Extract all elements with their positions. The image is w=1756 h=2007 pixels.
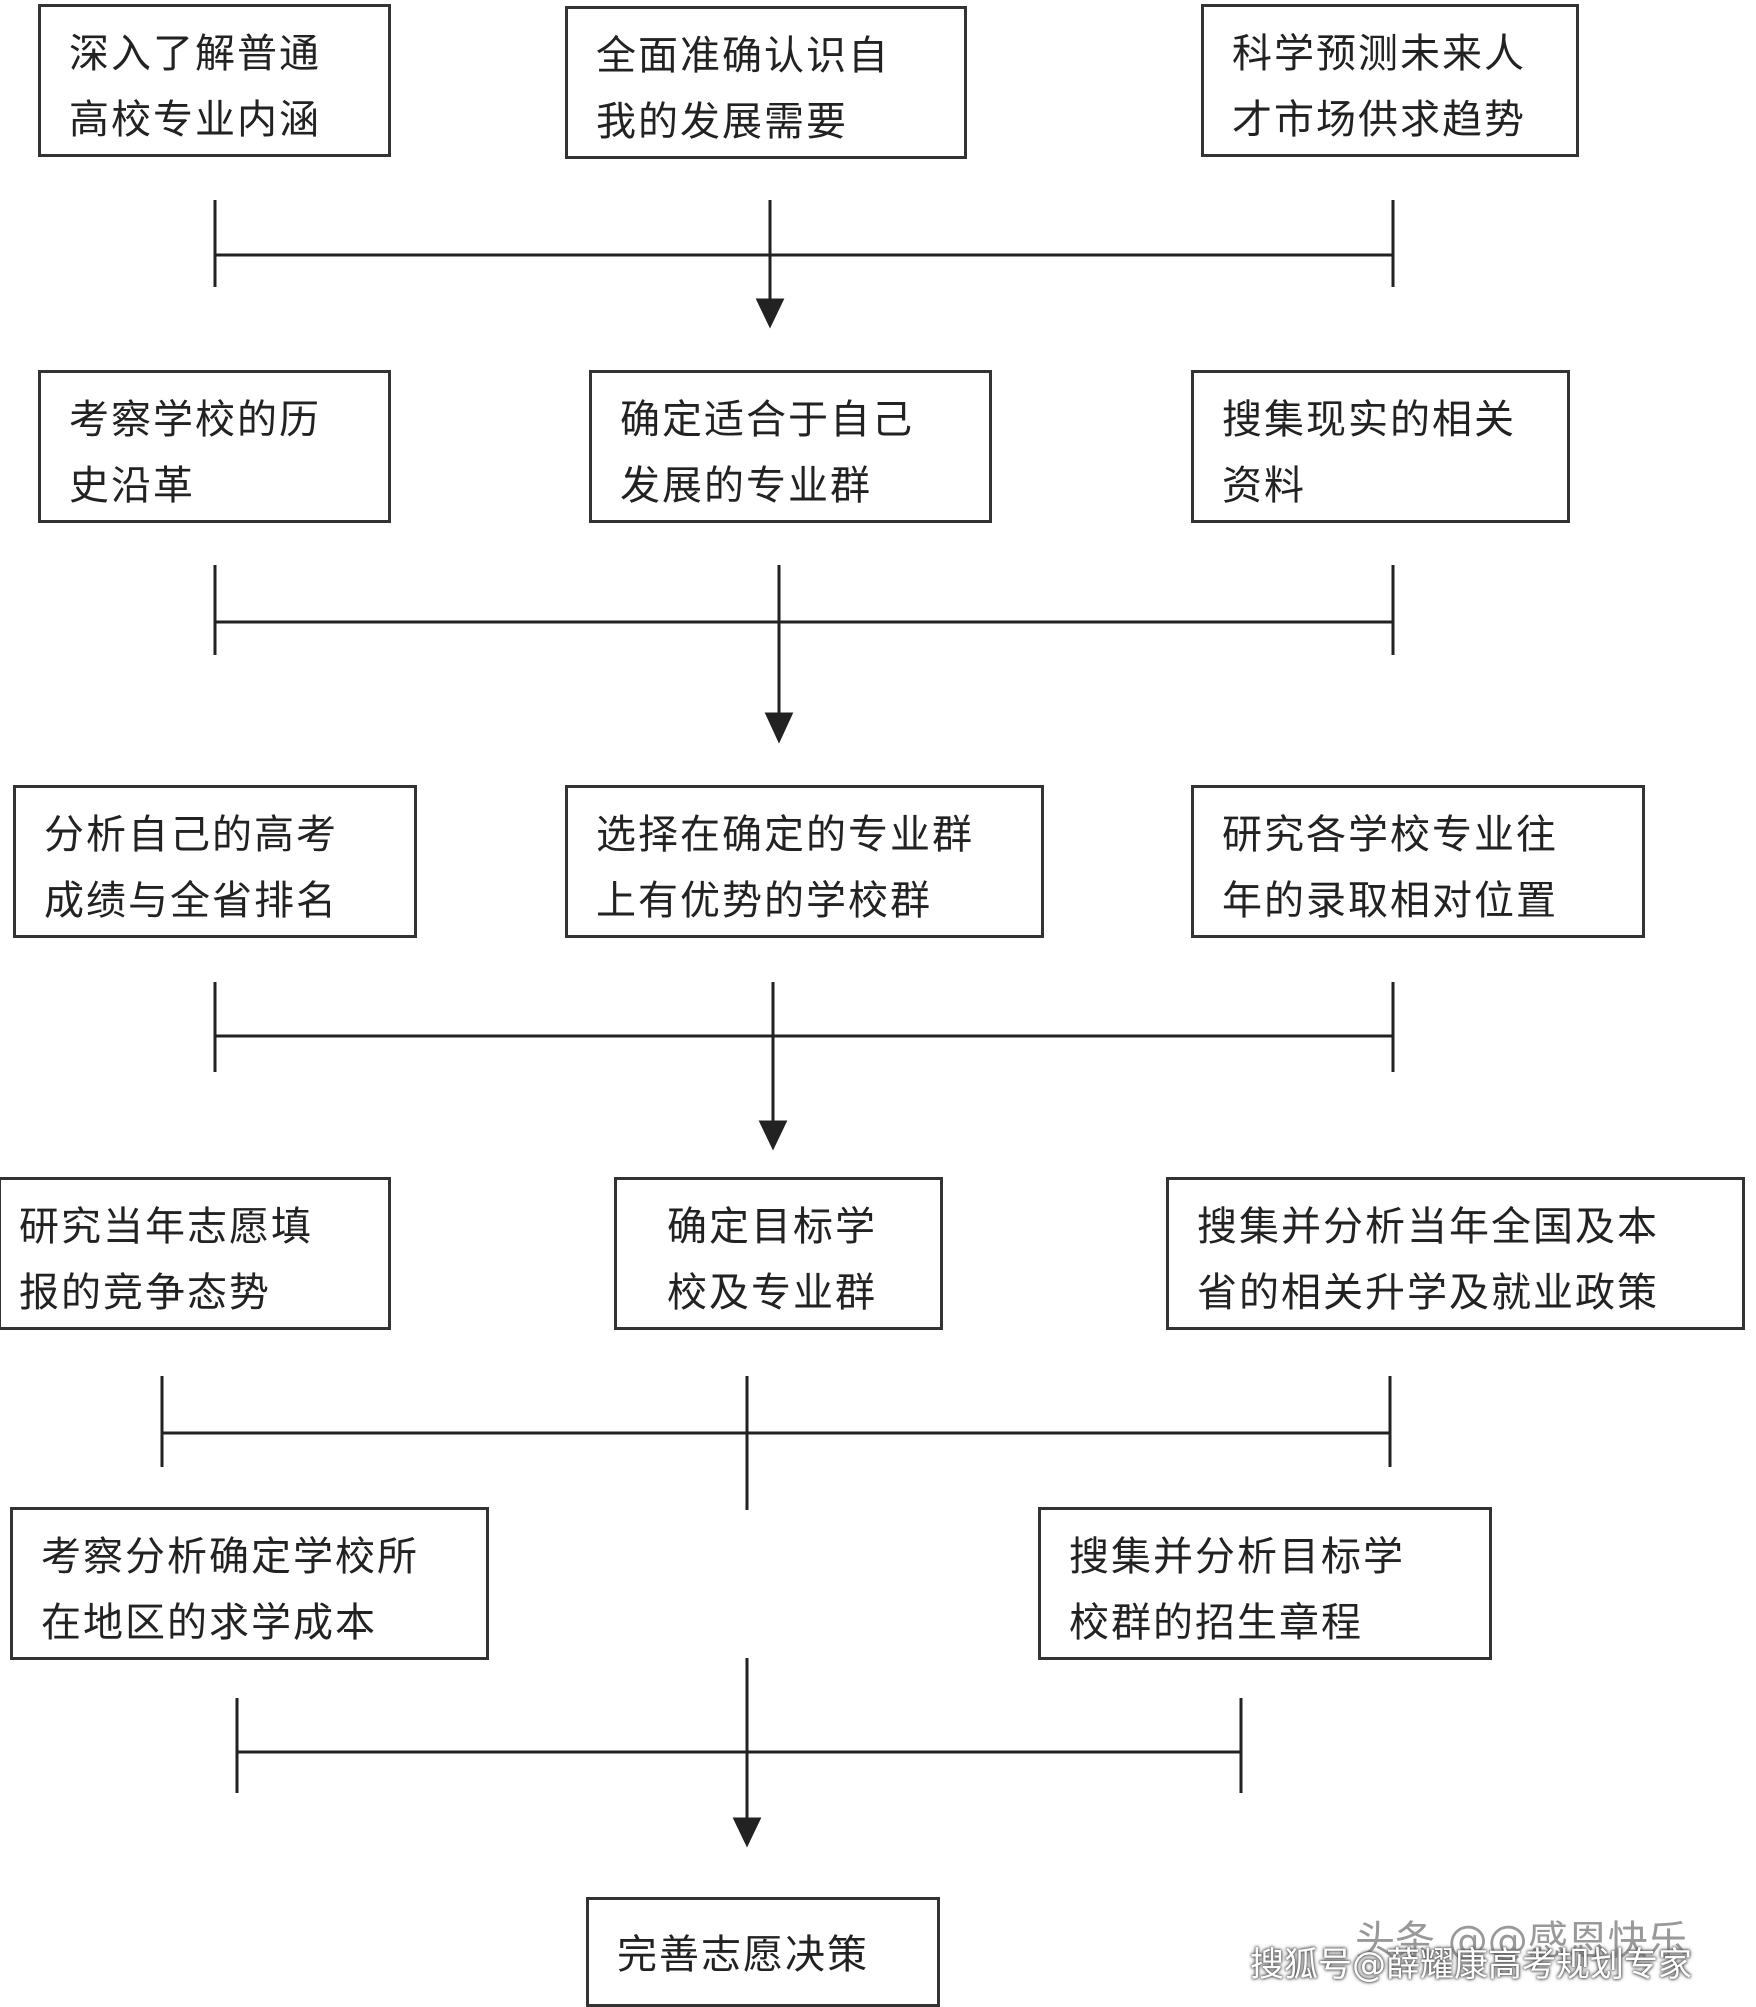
box-final-decision: 完善志愿决策	[586, 1897, 940, 2007]
box-line: 搜集并分析目标学	[1069, 1534, 1405, 1580]
connector-5	[235, 1658, 1243, 1848]
box-line: 在地区的求学成本	[41, 1600, 377, 1646]
connector-3	[213, 982, 1395, 1151]
box-line: 校及专业群	[667, 1270, 877, 1316]
box-market-forecast: 科学预测未来人 才市场供求趋势	[1201, 4, 1579, 157]
box-line: 研究当年志愿填	[19, 1204, 313, 1250]
box-line: 研究各学校专业往	[1222, 812, 1558, 858]
box-study-cost: 考察分析确定学校所 在地区的求学成本	[10, 1507, 489, 1660]
box-line: 考察分析确定学校所	[41, 1534, 419, 1580]
box-line: 全面准确认识自	[596, 33, 890, 79]
box-line: 搜集现实的相关	[1222, 397, 1516, 443]
arrowhead-5	[732, 1817, 762, 1848]
watermark-sohu: 搜狐号@薛耀康高考规划专家	[1250, 1945, 1692, 1985]
box-line: 发展的专业群	[620, 463, 872, 509]
box-target-schools: 确定目标学 校及专业群	[614, 1177, 943, 1330]
arrowhead-1	[755, 298, 785, 329]
box-line: 年的录取相对位置	[1222, 878, 1558, 924]
box-line: 搜集并分析当年全国及本	[1197, 1204, 1659, 1250]
box-line: 成绩与全省排名	[44, 878, 338, 924]
box-self-assessment: 全面准确认识自 我的发展需要	[565, 6, 967, 159]
connector-4	[160, 1376, 1392, 1510]
box-line: 省的相关升学及就业政策	[1197, 1270, 1659, 1316]
box-line: 我的发展需要	[596, 99, 848, 145]
box-line: 才市场供求趋势	[1232, 97, 1526, 143]
connector-2	[213, 565, 1395, 744]
box-competition: 研究当年志愿填 报的竞争态势	[0, 1177, 391, 1330]
connector-1	[213, 200, 1395, 329]
box-collect-materials: 搜集现实的相关 资料	[1191, 370, 1570, 523]
box-line: 报的竞争态势	[19, 1270, 271, 1316]
box-advantage-schools: 选择在确定的专业群 上有优势的学校群	[565, 785, 1044, 938]
box-school-history: 考察学校的历 史沿革	[38, 370, 391, 523]
box-line: 资料	[1222, 463, 1306, 509]
box-line: 考察学校的历	[69, 397, 321, 443]
box-policy-analysis: 搜集并分析当年全国及本 省的相关升学及就业政策	[1166, 1177, 1745, 1330]
box-line: 深入了解普通	[69, 31, 321, 77]
box-line: 分析自己的高考	[44, 812, 338, 858]
box-line: 校群的招生章程	[1069, 1600, 1363, 1646]
box-admission-history: 研究各学校专业往 年的录取相对位置	[1191, 785, 1645, 938]
box-line: 科学预测未来人	[1232, 31, 1526, 77]
box-line: 选择在确定的专业群	[596, 812, 974, 858]
arrowhead-2	[764, 712, 794, 744]
box-understand-majors: 深入了解普通 高校专业内涵	[38, 4, 391, 157]
box-score-rank: 分析自己的高考 成绩与全省排名	[13, 785, 417, 938]
arrowhead-3	[758, 1120, 788, 1151]
box-line: 上有优势的学校群	[596, 878, 932, 924]
box-line: 确定目标学	[667, 1204, 877, 1250]
box-line: 史沿革	[69, 463, 195, 509]
box-admission-rules: 搜集并分析目标学 校群的招生章程	[1038, 1507, 1492, 1660]
box-line: 完善志愿决策	[617, 1932, 869, 1978]
watermark-toutiao: 头条 @@感恩快乐	[1355, 1918, 1688, 1964]
box-line: 确定适合于自己	[620, 397, 914, 443]
box-line: 高校专业内涵	[69, 97, 321, 143]
box-major-group: 确定适合于自己 发展的专业群	[589, 370, 992, 523]
